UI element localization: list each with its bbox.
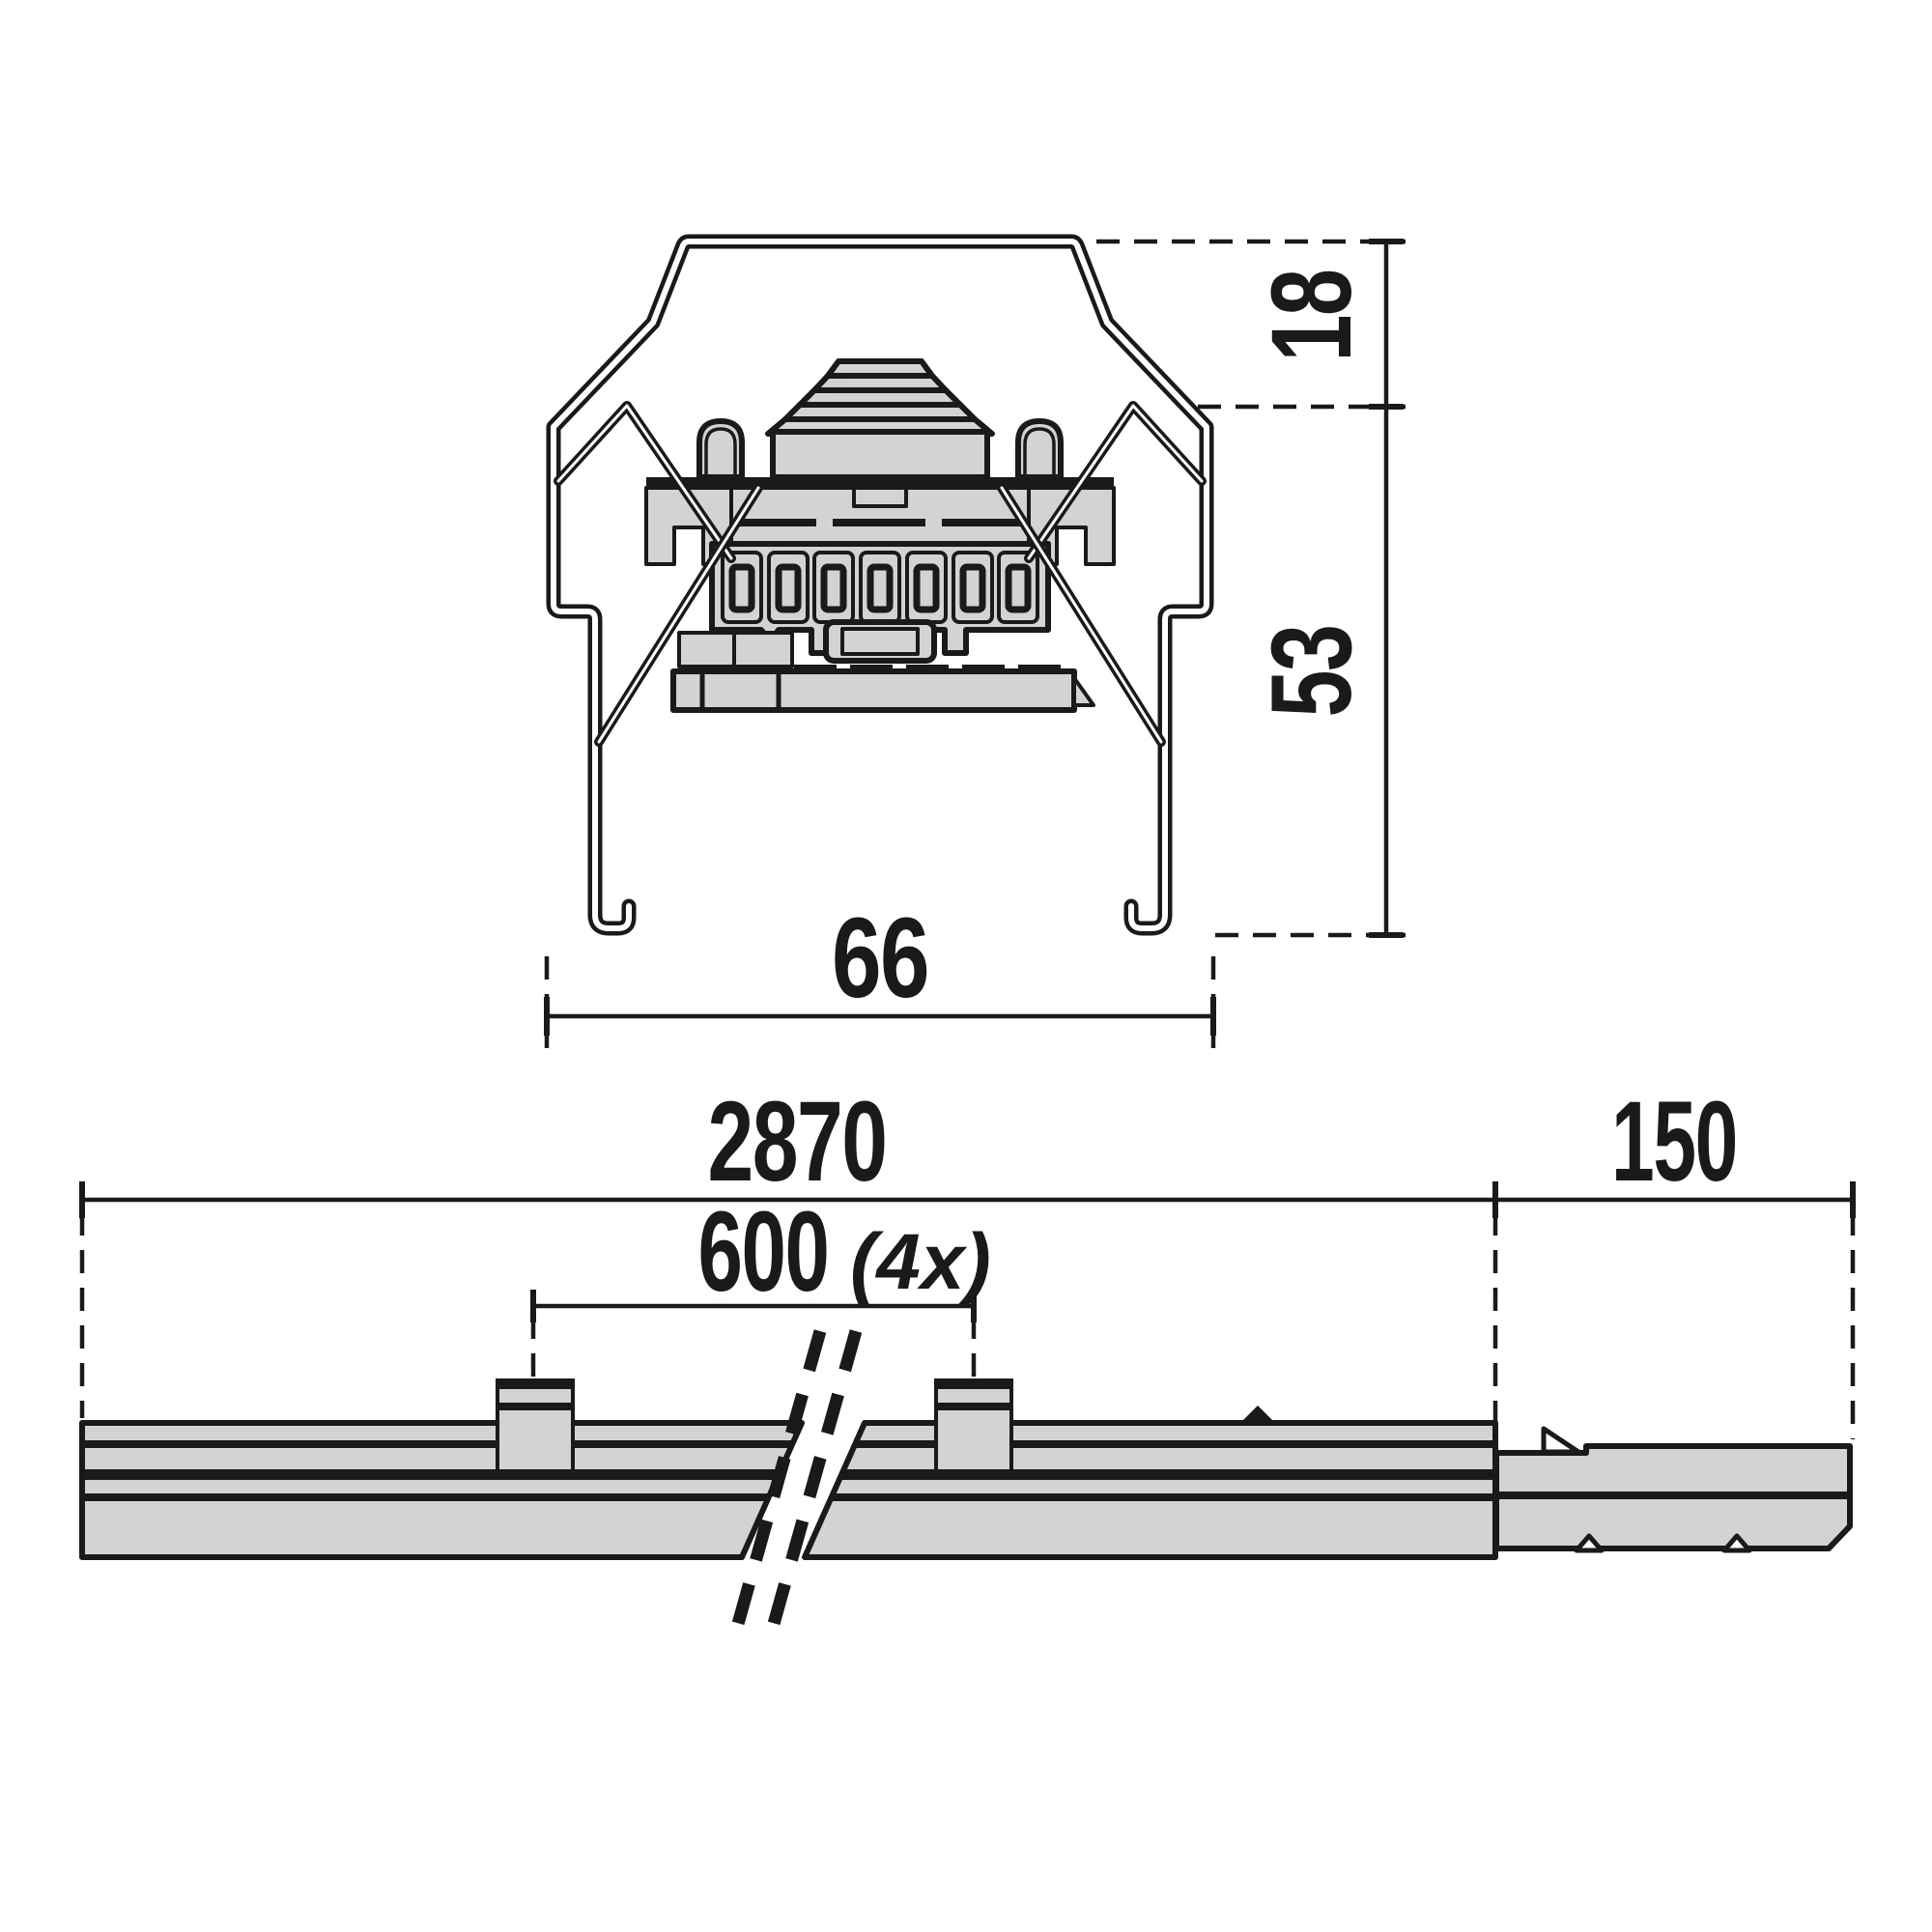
bottom-flap (1072, 676, 1095, 707)
stepped-pyramid (765, 358, 995, 437)
dim-label-600: 600 (698, 1188, 829, 1316)
pitch-dimension-ticks (530, 1290, 977, 1322)
length-dimension-ticks (79, 1181, 1856, 1218)
band-gap-1 (816, 517, 833, 528)
side-view: 2870 150 600 (4x) (79, 1078, 1856, 1633)
side-view-dimensions: 2870 150 600 (4x) (79, 1078, 1856, 1444)
suspension-boss-right (934, 1378, 1013, 1480)
carrier-bar (646, 477, 1114, 488)
housing-profile (546, 234, 1214, 936)
latch-ear-left-inner (704, 427, 737, 477)
width-dimension-ticks (544, 997, 1216, 1036)
upper-body-tab (852, 486, 908, 508)
bottom-section (670, 668, 1077, 713)
height-dimension-ticks (1369, 239, 1404, 938)
top-panel (770, 429, 990, 480)
dim-label-150: 150 (1611, 1078, 1737, 1206)
dim-label-18: 18 (1248, 270, 1376, 362)
release-latch-inner (840, 627, 920, 656)
terminal-slots (721, 551, 1039, 624)
latch-ear-right-inner (1023, 427, 1056, 477)
bottom-dividers (699, 671, 781, 710)
rail-left-part (79, 1420, 805, 1560)
dim-label-2870: 2870 (708, 1078, 887, 1206)
end-piece-notch-1 (1574, 1533, 1605, 1553)
cross-section-dimensions: 18 53 66 (544, 239, 1406, 1048)
cross-section-view: 18 53 66 (544, 234, 1406, 1048)
connector-block (644, 358, 1116, 713)
end-piece-hook (1541, 1426, 1581, 1455)
dim-label-53: 53 (1248, 626, 1376, 718)
end-piece-notch-2 (1721, 1533, 1752, 1553)
mid-block-2 (732, 631, 794, 668)
band-gap-2 (925, 517, 942, 528)
dim-label-66: 66 (832, 895, 928, 1022)
rail-right-part (802, 1420, 1498, 1560)
spring-clips (554, 401, 1207, 747)
latch-bump (1241, 1406, 1274, 1422)
mid-block-1 (677, 631, 736, 668)
break-symbol (729, 1329, 863, 1633)
suspension-boss-left (496, 1378, 575, 1480)
upper-body-band (736, 519, 1024, 526)
dim-label-4x: (4x) (850, 1218, 991, 1306)
end-connector-piece (1493, 1426, 1853, 1553)
